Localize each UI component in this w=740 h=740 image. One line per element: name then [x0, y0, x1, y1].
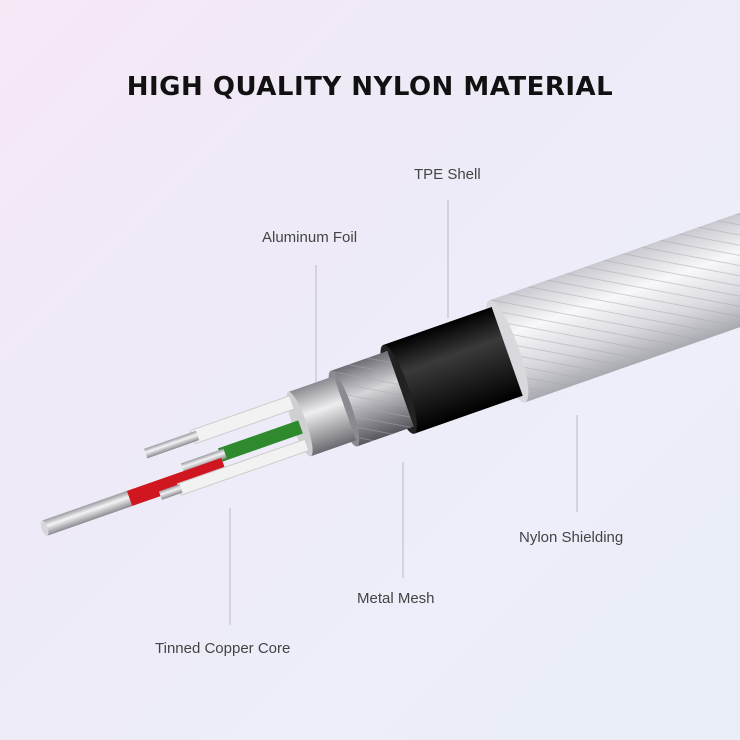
label-tinned-copper-core: Tinned Copper Core — [155, 640, 291, 657]
page-title: HIGH QUALITY NYLON MATERIAL — [126, 72, 614, 102]
nylon-shielding — [486, 201, 740, 403]
label-aluminum-foil: Aluminum Foil — [262, 229, 358, 246]
leader-lines — [229, 200, 578, 625]
label-nylon-shielding: Nylon Shielding — [519, 529, 624, 546]
label-metal-mesh: Metal Mesh — [357, 590, 435, 607]
label-tpe-shell: TPE Shell — [414, 166, 481, 183]
wires — [40, 395, 310, 536]
